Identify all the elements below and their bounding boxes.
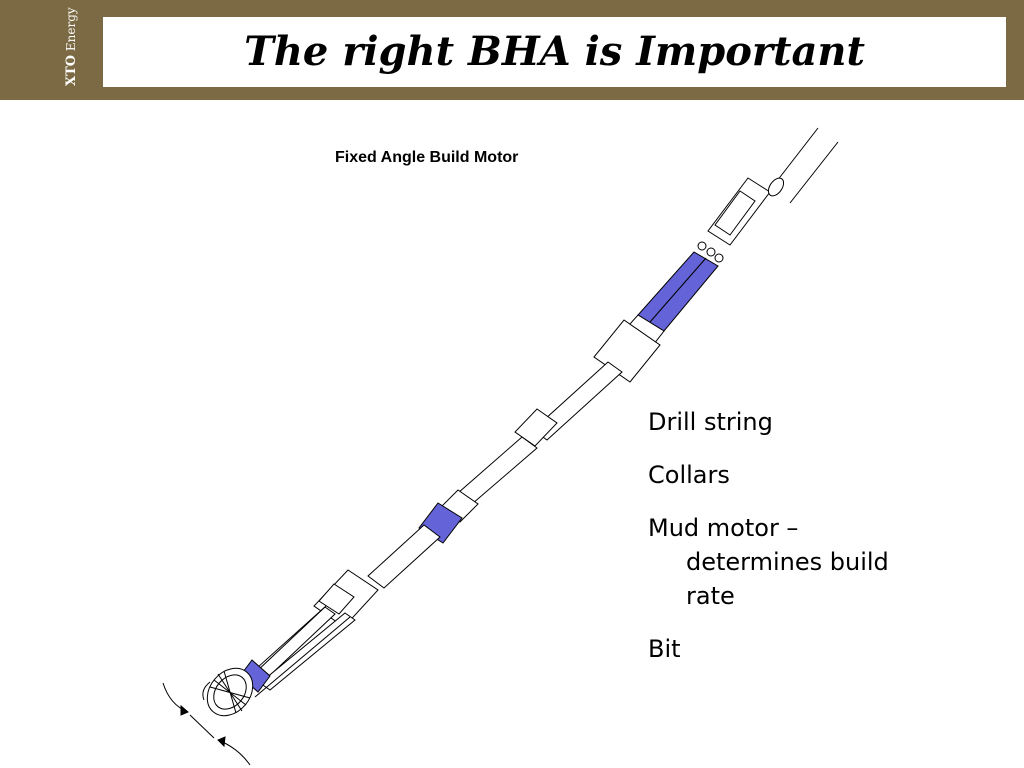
drill-bit [202,667,254,717]
list-item: Bit [648,632,1008,666]
bullet-bit: Bit [648,635,681,663]
bullet-mud-motor-cont2: rate [686,582,735,610]
bullet-mud-motor-cont1: determines build [686,548,889,576]
list-item: Collars [648,458,1008,492]
bullet-mud-motor: Mud motor – [648,514,799,542]
collar-section [439,361,623,523]
upper-highlight-band [637,251,719,332]
slide-title: The right BHA is Important [244,28,865,75]
upper-sub [697,177,785,263]
component-list: Drill string Collars Mud motor – determi… [648,405,1008,685]
list-item: Mud motor – determines build rate [648,511,1008,613]
bend-angle-arrows [162,682,251,766]
bullet-collars: Collars [648,461,730,489]
motor-body [254,524,441,691]
list-item: Drill string [648,405,1008,439]
title-box: The right BHA is Important [103,17,1006,87]
bullet-drill-string: Drill string [648,408,773,436]
diagram-title: Fixed Angle Build Motor [335,149,519,166]
